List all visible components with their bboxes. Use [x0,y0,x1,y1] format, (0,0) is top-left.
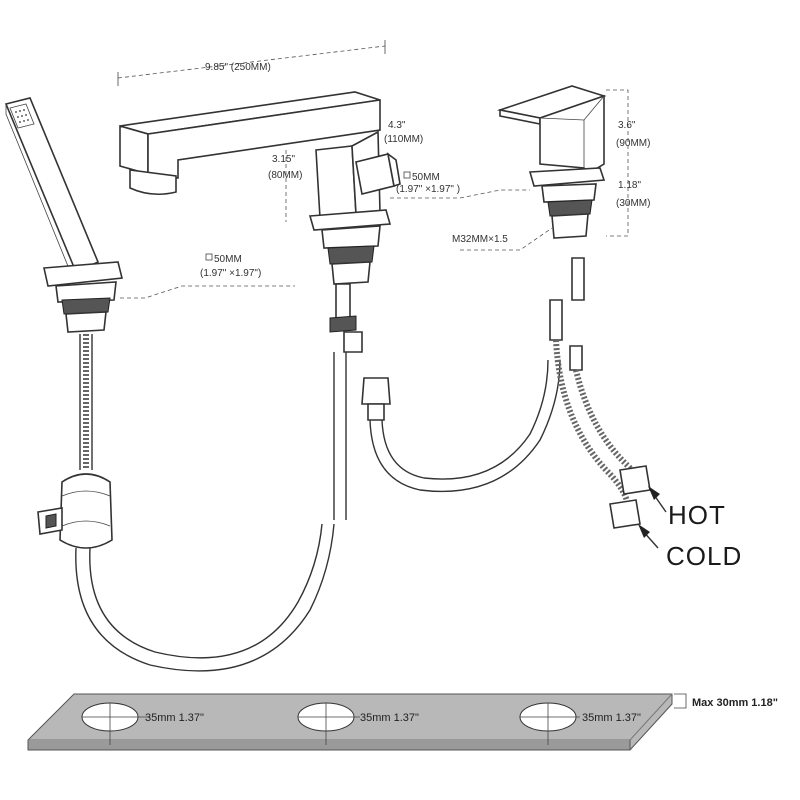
max-thickness-dimension: Max 30mm 1.18" [674,693,778,709]
valve-height-in: 3.6" [618,120,636,131]
valve-height-dimension: 3.6" (90MM) 1.18" (30MM) [606,89,650,237]
spout-length-dimension: 9.85" (250MM) [117,40,386,86]
thread-dimension: M32MM×1.5 [452,227,553,251]
diverter-base-in: (1.97" ×1.97" ) [396,184,460,195]
hot-label: HOT [668,500,726,530]
deck-plate: 35mm 1.37" 35mm 1.37" 35mm 1.37" Max 30m… [27,693,778,751]
spout-supply-hose [369,359,561,493]
diverter-base-dimension: 50MM (1.97" ×1.97" ) [390,171,530,199]
hand-shower [4,97,335,672]
spout-height-dimension: 4.3" (110MM) [384,120,423,145]
handle-base-in: (1.97" ×1.97") [200,268,261,279]
deck-hole-2-label: 35mm 1.37" [360,712,419,724]
handle-base-mm: 50MM [214,254,242,265]
body-height-dimension: 3.15" (80MM) [268,150,302,222]
thread-label: M32MM×1.5 [452,234,508,245]
valve-base-mm: (30MM) [616,198,650,209]
mixing-valve [496,85,607,239]
diverter-knob [355,152,401,195]
spray-face [9,103,35,129]
deck-hole-3-label: 35mm 1.37" [582,712,641,724]
diverter-base-mm: 50MM [412,172,440,183]
valve-base-in: 1.18" [618,180,641,191]
body-height-mm: (80MM) [268,170,302,181]
hot-callout: HOT [648,486,726,530]
spout-height-in: 4.3" [388,120,406,131]
handle-base-dimension: 50MM (1.97" ×1.97") [120,253,295,299]
deck-hole-2: 35mm 1.37" [297,702,419,745]
valve-height-mm: (90MM) [616,138,650,149]
cold-callout: COLD [638,524,742,571]
deck-hole-1-label: 35mm 1.37" [145,712,204,724]
cold-label: COLD [666,541,742,571]
tub-spout [119,91,392,520]
max-thickness-label: Max 30mm 1.18" [692,697,778,709]
deck-hole-1: 35mm 1.37" [81,702,204,745]
supply-hoses [549,257,651,529]
body-height-in: 3.15" [272,154,295,165]
spout-length-label: 9.85" (250MM) [205,62,271,73]
deck-hole-3: 35mm 1.37" [519,702,641,745]
spout-height-mm: (110MM) [384,134,423,145]
